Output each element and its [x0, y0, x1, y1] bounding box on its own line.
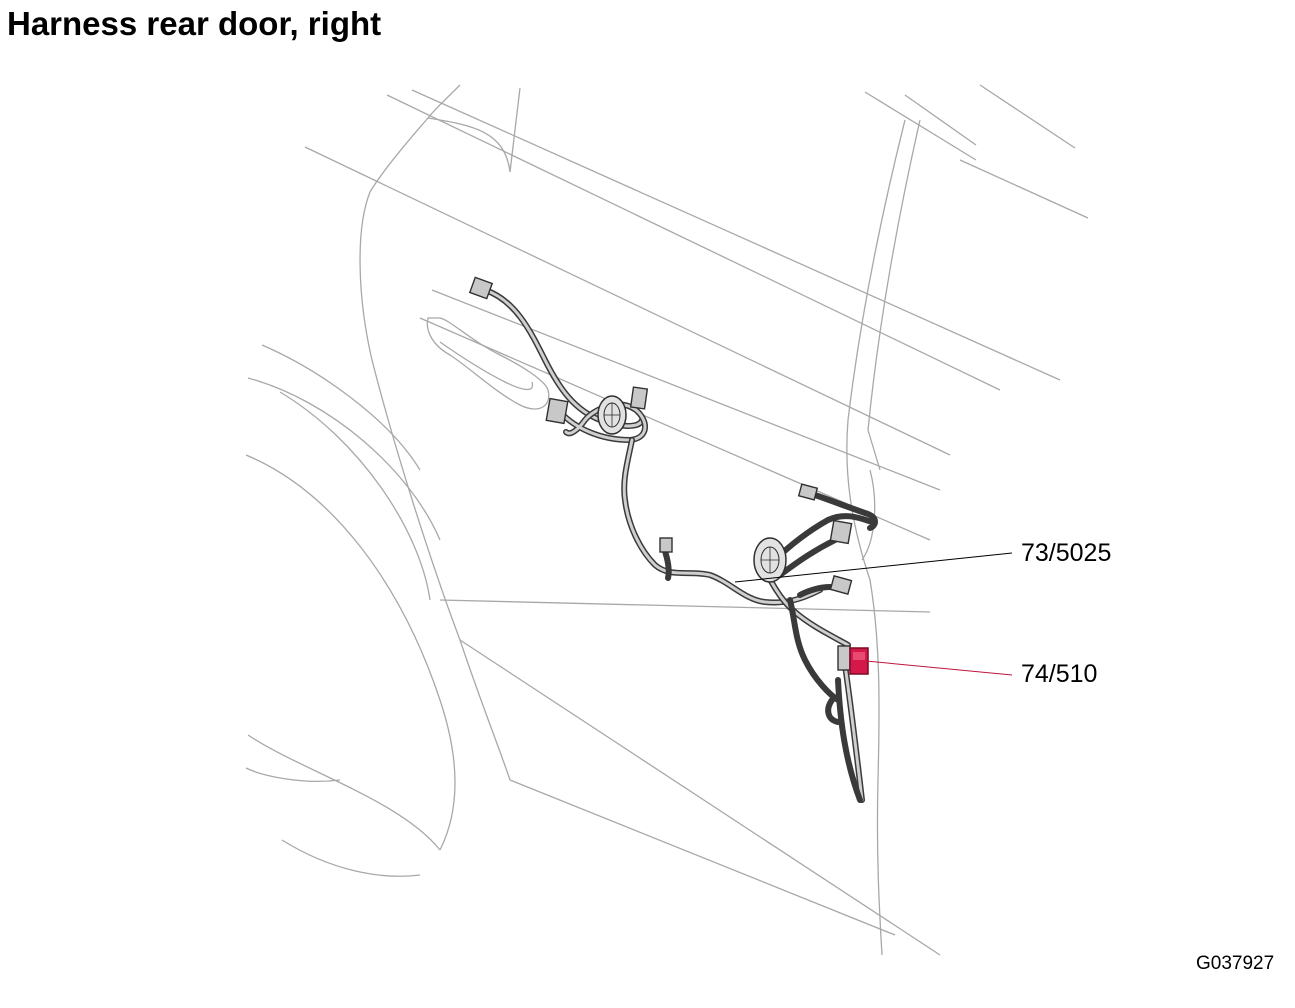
car-body-outline	[245, 84, 1089, 956]
wiring-harness	[482, 287, 878, 803]
callout-label-73-5025: 73/5025	[1021, 539, 1112, 567]
harness-connectors	[468, 276, 853, 671]
speaker-upper	[597, 395, 627, 435]
figure-id: G037927	[1196, 953, 1275, 974]
component-74-510	[849, 647, 869, 675]
diagram-title: Harness rear door, right	[7, 5, 382, 42]
callout-label-74-510: 74/510	[1021, 660, 1098, 688]
leader-line-74-510	[865, 660, 1013, 676]
speaker-lower	[753, 537, 787, 583]
leader-line-73-5025	[734, 552, 1013, 583]
